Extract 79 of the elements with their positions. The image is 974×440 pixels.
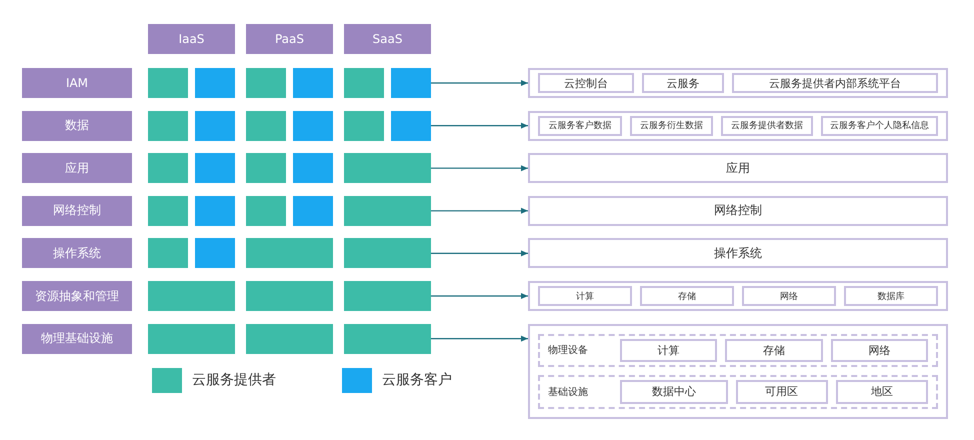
component-box: 云服务衍生数据 xyxy=(630,116,714,136)
responsibility-cell xyxy=(148,196,188,226)
arrow xyxy=(431,122,528,129)
responsibility-cell xyxy=(195,238,235,268)
responsibility-cell xyxy=(195,110,235,141)
component-box: 云控制台 xyxy=(538,73,634,93)
row-label: 物理基础设施 xyxy=(22,324,132,354)
responsibility-cell xyxy=(246,196,286,226)
row-label: 应用 xyxy=(22,153,132,184)
component-box: 可用区 xyxy=(736,380,828,404)
layer-panel: 操作系统 xyxy=(528,238,948,268)
responsibility-cell xyxy=(246,281,333,311)
component-box: 数据中心 xyxy=(620,380,728,404)
responsibility-cell xyxy=(148,110,188,141)
group-heading: 物理设备 xyxy=(548,344,588,358)
component-box: 存储 xyxy=(725,338,823,362)
responsibility-cell xyxy=(246,68,286,98)
component-box: 计算 xyxy=(620,338,718,362)
component-box: 云服务提供者内部系统平台 xyxy=(732,73,938,93)
responsibility-cell xyxy=(344,324,431,354)
responsibility-cell xyxy=(391,110,431,141)
layer-panel xyxy=(528,324,948,419)
row-label: 网络控制 xyxy=(22,196,132,226)
component-box: 地区 xyxy=(836,380,928,404)
arrow xyxy=(431,208,528,214)
arrow xyxy=(431,80,528,86)
component-box: 网络 xyxy=(830,338,928,362)
responsibility-cell xyxy=(344,281,431,311)
component-box: 计算 xyxy=(538,286,632,306)
arrow xyxy=(431,165,528,172)
legend-label: 云服务客户 xyxy=(382,371,452,389)
responsibility-cell xyxy=(246,238,333,268)
responsibility-cell xyxy=(195,68,235,98)
responsibility-cell xyxy=(148,68,188,98)
row-label: IAM xyxy=(22,68,132,98)
row-label: 操作系统 xyxy=(22,238,132,268)
responsibility-cell xyxy=(391,68,431,98)
responsibility-cell xyxy=(148,324,235,354)
group-heading: 基础设施 xyxy=(548,386,588,400)
responsibility-cell xyxy=(246,110,286,141)
responsibility-cell xyxy=(246,153,286,184)
arrow xyxy=(431,336,528,342)
responsibility-cell xyxy=(344,110,384,141)
column-header: IaaS xyxy=(148,24,235,54)
legend-label: 云服务提供者 xyxy=(192,371,276,389)
row-label: 资源抽象和管理 xyxy=(22,281,132,311)
responsibility-cell xyxy=(293,110,333,141)
component-box: 云服务提供者数据 xyxy=(721,116,814,136)
component-box: 云服务 xyxy=(642,73,724,93)
column-header: SaaS xyxy=(344,24,431,54)
column-header: PaaS xyxy=(246,24,333,54)
layer-panel xyxy=(528,281,948,311)
component-box: 云服务客户个人隐私信息 xyxy=(821,116,938,136)
responsibility-cell xyxy=(344,196,431,226)
layer-panel xyxy=(528,110,948,141)
responsibility-cell xyxy=(344,153,431,184)
dashed-group xyxy=(538,334,938,368)
component-box: 云服务客户数据 xyxy=(538,116,622,136)
dashed-group xyxy=(538,375,938,409)
responsibility-cell xyxy=(148,238,188,268)
responsibility-cell xyxy=(344,68,384,98)
responsibility-cell xyxy=(246,324,333,354)
component-box: 存储 xyxy=(640,286,734,306)
responsibility-cell xyxy=(293,196,333,226)
responsibility-cell xyxy=(344,238,431,268)
row-label: 数据 xyxy=(22,110,132,141)
layer-panel: 应用 xyxy=(528,153,948,184)
responsibility-cell xyxy=(148,153,188,184)
arrow xyxy=(431,293,528,299)
component-box: 网络 xyxy=(742,286,836,306)
layer-panel xyxy=(528,68,948,98)
responsibility-cell xyxy=(195,196,235,226)
arrow xyxy=(431,250,528,256)
layer-panel: 网络控制 xyxy=(528,196,948,226)
responsibility-cell xyxy=(293,153,333,184)
responsibility-cell xyxy=(293,68,333,98)
responsibility-cell xyxy=(148,281,235,311)
component-box: 数据库 xyxy=(844,286,938,306)
responsibility-cell xyxy=(195,153,235,184)
